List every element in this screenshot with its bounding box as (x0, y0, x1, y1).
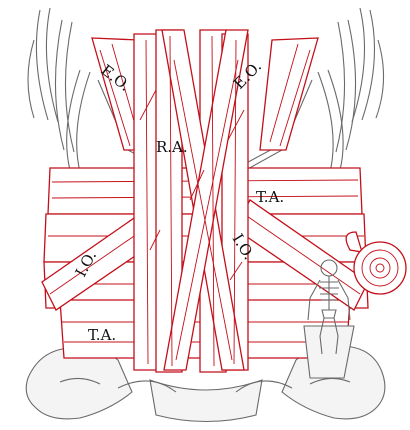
label-ta-left: T.A. (88, 326, 116, 344)
label-ta-right: T.A. (256, 188, 284, 206)
label-ra: R.A. (156, 138, 188, 156)
